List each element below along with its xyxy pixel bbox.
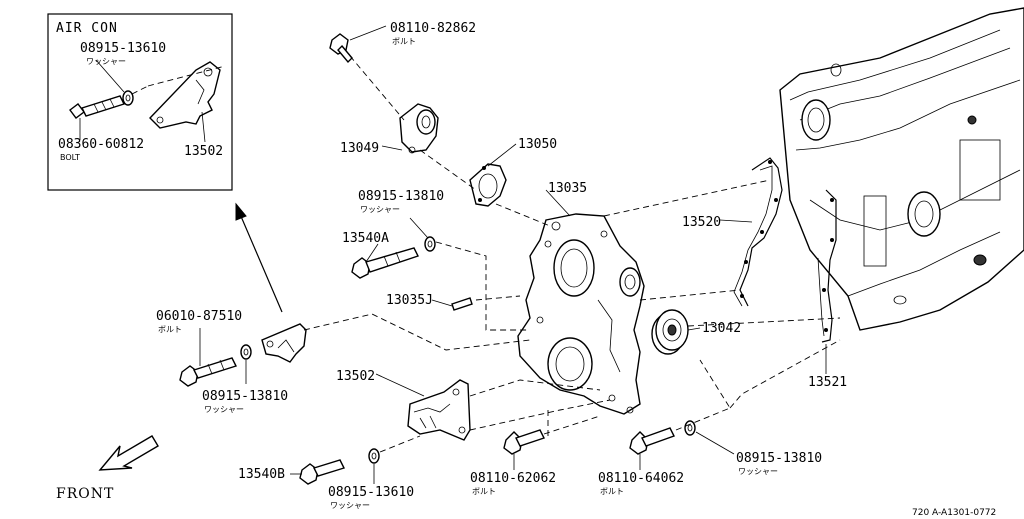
label-13502: 13502	[336, 369, 375, 384]
cover-upper-bore	[553, 239, 595, 297]
label-13521: 13521	[808, 375, 847, 390]
label-13540A: 13540A	[342, 231, 389, 246]
gasket-13050	[469, 163, 507, 207]
label-08110-64062: 08110-64062	[598, 471, 684, 486]
front-label: FRONT	[56, 486, 114, 502]
label-06010-87510-sub: ボルト	[158, 325, 182, 334]
label-13540B: 13540B	[238, 467, 285, 482]
bolt-08110-82862	[329, 33, 353, 64]
front-arrow: FRONT	[56, 435, 159, 502]
front-arrow-icon	[98, 435, 159, 471]
inset-title: AIR CON	[56, 21, 118, 36]
bolt-08110-62062	[503, 429, 545, 455]
label-08110-62062: 08110-62062	[470, 471, 556, 486]
inset-bolt	[69, 95, 125, 119]
pulley-13042	[651, 309, 689, 355]
label-08915-13610-sub: ワッシャー	[330, 501, 370, 510]
label-08110-82862-sub: ボルト	[392, 37, 416, 46]
bolt-13540A	[351, 247, 419, 279]
housing-13049	[399, 103, 439, 154]
inset-bracket-number: 13502	[184, 144, 223, 159]
label-08915-13810-right: 08915-13810	[736, 451, 822, 466]
label-13035: 13035	[548, 181, 587, 196]
assembly-lines	[303, 55, 841, 453]
bolt-13540B	[299, 459, 345, 485]
label-13049: 13049	[340, 141, 379, 156]
label-06010-87510: 06010-87510	[156, 309, 242, 324]
washer-08915-13810-top	[424, 236, 436, 252]
label-08915-13810-right-sub: ワッシャー	[738, 467, 778, 476]
engine-block	[779, 7, 1024, 331]
leader-lines	[199, 25, 827, 484]
gasket-13520	[733, 157, 783, 307]
inset-bolt-label: BOLT	[60, 153, 80, 162]
washer-08915-13610	[368, 448, 380, 464]
label-08915-13610: 08915-13610	[328, 485, 414, 500]
bolt-06010-87510	[179, 357, 237, 387]
label-13050: 13050	[518, 137, 557, 152]
label-08915-13810-top-sub: ワッシャー	[360, 205, 400, 214]
inset-washer-label: ワッシャー	[86, 57, 126, 66]
callouts: 08110-82862 ボルト 13049 13050 08915-13810 …	[156, 21, 847, 510]
air-con-inset: AIR CON 08915-13610 ワッシャー 08360-60812 BO…	[47, 13, 233, 191]
inset-bracket	[149, 61, 221, 129]
dowel-13035J	[451, 297, 473, 311]
label-13035J: 13035J	[386, 293, 433, 308]
ac-bracket-lower	[261, 323, 307, 363]
label-08110-64062-sub: ボルト	[600, 487, 624, 496]
bracket-13502	[407, 379, 471, 441]
block-bore	[907, 191, 941, 237]
label-13520: 13520	[682, 215, 721, 230]
label-08110-62062-sub: ボルト	[472, 487, 496, 496]
label-13042: 13042	[702, 321, 741, 336]
label-08915-13810-left-sub: ワッシャー	[204, 405, 244, 414]
bolt-08110-64062	[629, 427, 675, 455]
label-08915-13810-top: 08915-13810	[358, 189, 444, 204]
inset-bolt-number: 08360-60812	[58, 137, 144, 152]
gasket-13521	[817, 189, 837, 343]
cover-seal-bore	[547, 337, 593, 391]
timing-cover-13035	[517, 213, 645, 415]
washer-08915-13810-left	[240, 344, 252, 360]
washer-08915-13810-right	[684, 420, 696, 436]
label-08915-13810-left: 08915-13810	[202, 389, 288, 404]
inset-reference-arrow	[235, 202, 283, 313]
inset-washer-number: 08915-13610	[80, 41, 166, 56]
inset-washer	[122, 90, 134, 106]
reference-code: 720 A-A1301-0772	[912, 508, 996, 518]
inset-frame	[47, 13, 233, 191]
label-08110-82862: 08110-82862	[390, 21, 476, 36]
